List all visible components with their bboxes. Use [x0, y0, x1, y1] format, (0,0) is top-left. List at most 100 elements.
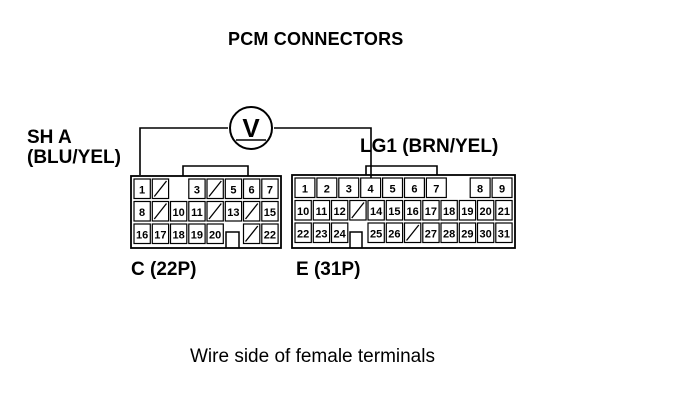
pin-cell — [151, 200, 170, 222]
pin-cell — [491, 177, 513, 199]
probe-left-wire-color: (BLU/YEL) — [27, 147, 121, 168]
pin-cell — [312, 222, 331, 244]
pin-number: 10 — [172, 207, 184, 219]
voltmeter-icon: V — [229, 106, 273, 150]
pin-cell — [338, 177, 360, 199]
pin-cell — [312, 199, 331, 221]
pin-cell — [330, 199, 349, 221]
pin-number: 26 — [388, 228, 400, 240]
pin-cell — [169, 223, 188, 245]
pin-number: 8 — [139, 207, 145, 219]
pin-cell — [422, 199, 440, 221]
voltmeter-symbol: V — [242, 113, 260, 143]
pin-number: 17 — [154, 229, 166, 241]
pin-cell — [169, 200, 188, 222]
pin-cell — [349, 199, 367, 221]
pin-cell — [360, 177, 382, 199]
pin-number: 20 — [479, 206, 491, 218]
pin-cell — [133, 178, 151, 200]
unused-pin-slash — [208, 180, 222, 197]
pin-cell — [425, 177, 447, 199]
pin-cell — [385, 199, 404, 221]
pin-cell — [294, 222, 312, 244]
pin-number: 21 — [498, 206, 510, 218]
pin-cell — [367, 222, 385, 244]
pin-cell — [458, 199, 477, 221]
pin-cell — [294, 177, 316, 199]
pin-number: 22 — [264, 229, 276, 241]
pin-number: 2 — [324, 183, 330, 195]
pin-cell — [133, 200, 151, 222]
pin-number: 29 — [461, 228, 473, 240]
pin-cell — [206, 200, 224, 222]
pin-cell — [261, 200, 279, 222]
unused-pin-slash — [153, 203, 168, 220]
probe-right-label: LG1 (BRN/YEL) — [360, 136, 499, 157]
pin-cell — [294, 199, 312, 221]
pin-number: 1 — [139, 184, 145, 196]
pin-cell — [382, 177, 404, 199]
pin-number: 16 — [136, 229, 148, 241]
pin-cell — [188, 178, 206, 200]
pin-number: 18 — [443, 206, 455, 218]
pin-cell — [133, 223, 151, 245]
pin-cell — [242, 223, 261, 245]
pin-number: 19 — [461, 206, 473, 218]
pin-cell — [224, 178, 243, 200]
pin-number: 13 — [227, 207, 239, 219]
pin-cell — [261, 178, 279, 200]
diagram-title: PCM CONNECTORS — [228, 29, 404, 49]
diagram-caption: Wire side of female terminals — [190, 346, 435, 367]
pin-number: 6 — [411, 183, 417, 195]
unused-pin-slash — [208, 203, 222, 220]
pin-number: 15 — [388, 206, 400, 218]
pin-cell — [224, 200, 243, 222]
pin-number: 5 — [390, 183, 396, 195]
pin-number: 3 — [194, 184, 200, 196]
pin-number: 11 — [316, 206, 328, 218]
pin-cell — [206, 223, 224, 245]
pin-cell — [188, 200, 206, 222]
pin-cell — [151, 223, 170, 245]
pin-cell — [385, 222, 404, 244]
pin-cell — [476, 222, 495, 244]
pin-cell — [242, 178, 261, 200]
pin-cell — [495, 222, 513, 244]
pin-number: 17 — [425, 206, 437, 218]
unused-pin-slash — [351, 202, 365, 219]
pin-cell — [403, 222, 422, 244]
left-probe-wire — [139, 127, 228, 175]
pin-number: 3 — [346, 183, 352, 195]
pin-number: 20 — [209, 229, 221, 241]
pin-number: 25 — [370, 228, 382, 240]
pin-number: 18 — [172, 229, 184, 241]
pin-cell — [330, 222, 349, 244]
pin-cell — [476, 199, 495, 221]
pin-number: 6 — [249, 184, 255, 196]
pin-cell — [367, 199, 385, 221]
pin-cell — [261, 223, 279, 245]
pin-cell — [242, 200, 261, 222]
pin-cell — [440, 199, 458, 221]
connector-c-label: C (22P) — [131, 259, 197, 280]
pin-cell — [440, 222, 458, 244]
pin-cell — [495, 199, 513, 221]
connector-e-label: E (31P) — [296, 259, 361, 280]
pin-number: 12 — [333, 206, 345, 218]
pin-number: 7 — [267, 184, 273, 196]
pin-cell — [422, 222, 440, 244]
pin-number: 24 — [333, 228, 346, 240]
pin-cell — [458, 222, 477, 244]
pin-number: 1 — [302, 183, 308, 195]
pin-number: 31 — [498, 228, 510, 240]
pin-number: 27 — [425, 228, 437, 240]
probe-wires — [139, 127, 372, 178]
unused-pin-slash — [244, 225, 259, 242]
pin-cell — [188, 223, 206, 245]
pin-number: 11 — [191, 207, 203, 219]
pin-number: 23 — [315, 228, 327, 240]
unused-pin-slash — [244, 203, 259, 220]
pin-cell — [316, 177, 338, 199]
